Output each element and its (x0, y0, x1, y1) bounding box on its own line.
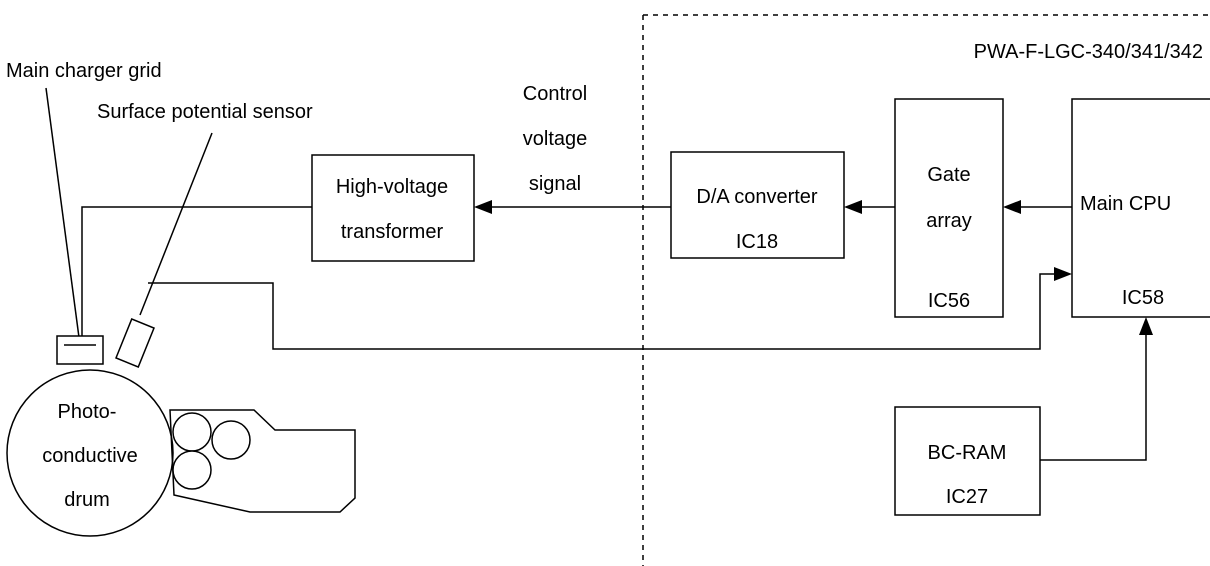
photoconductive-drum: Photo- conductive drum (6, 369, 174, 537)
gate-array-to-da-line (844, 200, 895, 214)
surface-potential-sensor (115, 318, 155, 368)
arrowhead-to-hv-transformer (474, 200, 492, 214)
da-converter-name: D/A converter (696, 186, 818, 208)
main-cpu-ic: IC58 (1122, 287, 1164, 309)
arrowhead-to-gate-array (1003, 200, 1021, 214)
signal-label-line3: signal (529, 173, 581, 195)
board-label: PWA-F-LGC-340/341/342 (974, 41, 1203, 63)
main-charger-grid-label: Main charger grid (6, 60, 162, 82)
arrowhead-to-main-cpu (1054, 267, 1072, 281)
hv-transformer-line1: High-voltage (336, 176, 448, 198)
bc-ram-block: BC-RAM IC27 (894, 406, 1041, 516)
high-voltage-transformer-block: High-voltage transformer (311, 154, 475, 262)
bc-ram-to-cpu-line (1040, 317, 1153, 461)
surface-potential-sensor-label: Surface potential sensor (97, 101, 313, 123)
main-cpu-block: Main CPU IC58 (1071, 98, 1210, 318)
bc-ram-ic: IC27 (946, 486, 988, 508)
da-converter-block: D/A converter IC18 (670, 151, 845, 259)
main-cpu-name: Main CPU (1080, 193, 1171, 215)
drum-line2: conductive (42, 445, 138, 467)
main-charger-grid-leader (45, 87, 81, 346)
pwa-board-boundary (642, 14, 1210, 566)
arrowhead-to-da-converter (844, 200, 862, 214)
control-voltage-signal-label: Control voltage signal (523, 83, 588, 195)
gate-array-block: Gate array IC56 (894, 98, 1004, 318)
gate-array-line2: array (926, 210, 972, 232)
gate-array-line1: Gate (927, 164, 970, 186)
signal-label-line2: voltage (523, 128, 588, 150)
gate-array-ic: IC56 (928, 290, 970, 312)
signal-label-line1: Control (523, 83, 587, 105)
developer-unit (169, 409, 356, 513)
surface-potential-sensor-leader (139, 132, 213, 316)
bc-ram-name: BC-RAM (928, 442, 1007, 464)
control-voltage-line (474, 200, 671, 214)
da-converter-ic: IC18 (736, 231, 778, 253)
sensor-feedback-line (148, 267, 1072, 350)
cpu-to-gate-array-line (1003, 200, 1072, 214)
drum-line1: Photo- (58, 401, 117, 423)
hv-transformer-line2: transformer (341, 221, 444, 243)
arrowhead-to-main-cpu-bottom (1139, 317, 1153, 335)
main-charger (56, 335, 104, 365)
drum-line3: drum (64, 489, 110, 511)
hv-output-to-charger-line (81, 206, 312, 345)
